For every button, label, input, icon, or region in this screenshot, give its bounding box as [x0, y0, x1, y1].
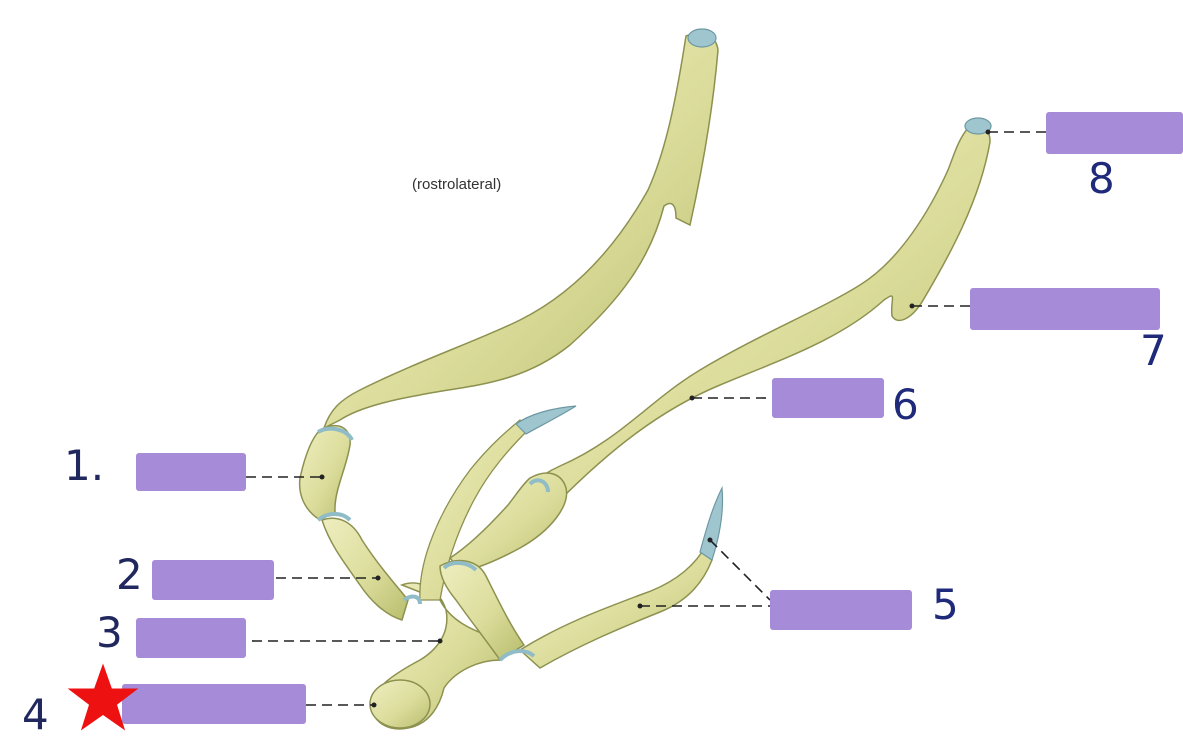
lingual-process: [369, 679, 431, 729]
star-icon: [67, 663, 139, 731]
label-number-7: 7: [1140, 326, 1167, 375]
left-ceratohyoid-cartilage-tip: [515, 405, 577, 435]
joint-cartilages: [316, 426, 550, 662]
leader-dots: [319, 129, 991, 708]
label-number-3: 3: [96, 608, 123, 657]
label-box-2[interactable]: [152, 560, 274, 600]
left-ceratohyoid-bone: [321, 517, 409, 621]
leader-lines: [246, 131, 1046, 706]
label-box-1[interactable]: [136, 453, 246, 491]
label-number-2: 2: [116, 550, 143, 599]
thyrohyoid-cartilage: [699, 485, 724, 561]
label-box-3[interactable]: [136, 618, 246, 658]
label-number-1: 1.: [64, 441, 105, 490]
label-box-8[interactable]: [1046, 112, 1183, 154]
left-stylohyoid-bone: [322, 32, 719, 430]
label-number-6: 6: [892, 380, 919, 429]
view-label: (rostrolateral): [412, 176, 502, 193]
label-number-4: 4: [22, 690, 49, 739]
thyrohyoid-bone: [518, 550, 713, 669]
right-tympanohyoid-cartilage: [964, 117, 992, 135]
label-number-8: 8: [1088, 154, 1115, 203]
left-epihyoid-bone: [298, 424, 351, 521]
right-epihyoid-bone: [448, 472, 568, 573]
label-box-5[interactable]: [770, 590, 912, 630]
label-box-4[interactable]: [122, 684, 306, 724]
left-tympanohyoid-cartilage: [687, 28, 717, 48]
label-number-5: 5: [932, 580, 959, 629]
label-box-6[interactable]: [772, 378, 884, 418]
label-box-7[interactable]: [970, 288, 1160, 330]
